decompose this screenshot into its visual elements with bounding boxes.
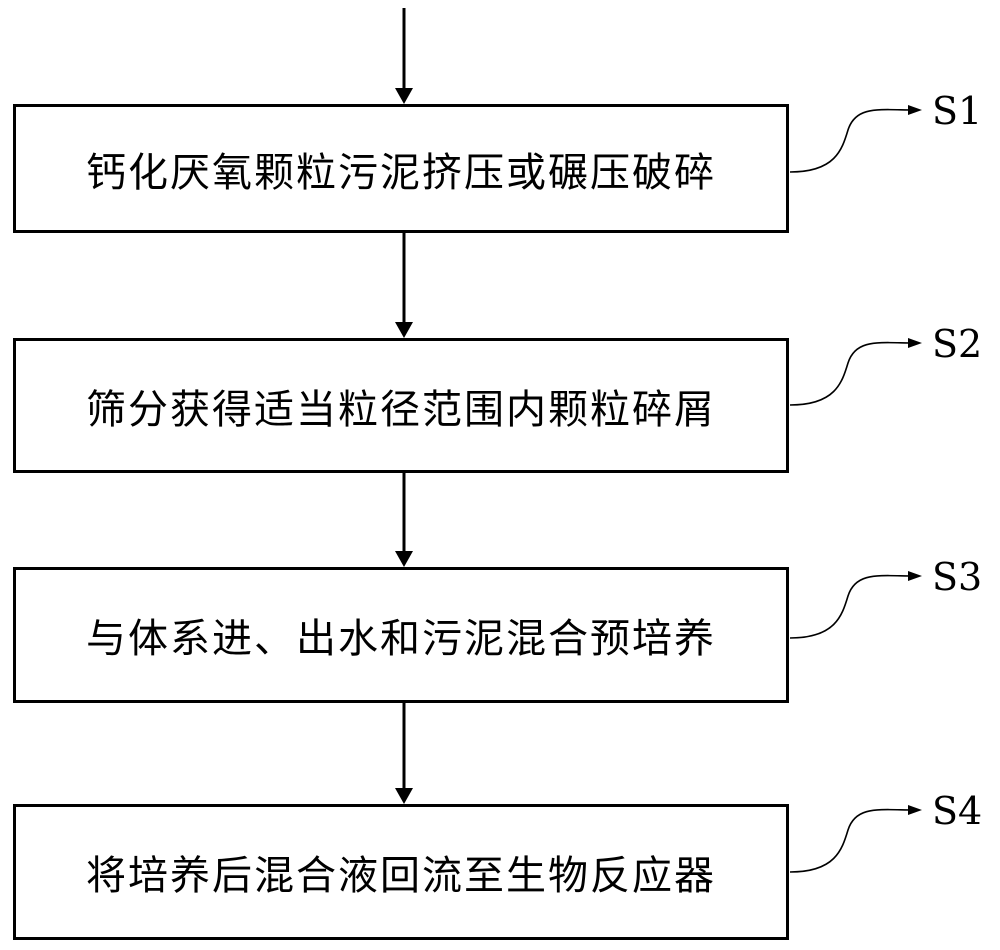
leader-line-s3 xyxy=(789,571,922,639)
flow-arrow-entry xyxy=(395,8,413,104)
leader-line-s1 xyxy=(789,105,922,173)
step-text-s2: 筛分获得适当粒径范围内颗粒碎屑 xyxy=(86,386,716,433)
flow-arrow-s1-s2 xyxy=(395,233,413,338)
step-box-s3: 与体系进、出水和污泥混合预培养 xyxy=(13,567,789,703)
step-box-s4: 将培养后混合液回流至生物反应器 xyxy=(13,804,789,940)
step-label-s4: S4 xyxy=(932,789,983,833)
step-label-s3: S3 xyxy=(932,555,983,599)
step-label-s2: S2 xyxy=(932,322,983,366)
leader-line-s4 xyxy=(789,805,922,873)
step-label-s1: S1 xyxy=(932,89,983,133)
step-box-s2: 筛分获得适当粒径范围内颗粒碎屑 xyxy=(13,338,789,473)
flow-arrow-s3-s4 xyxy=(395,703,413,804)
step-box-s1: 钙化厌氧颗粒污泥挤压或碾压破碎 xyxy=(13,104,789,233)
leader-line-s2 xyxy=(789,338,922,406)
flow-arrow-s2-s3 xyxy=(395,473,413,567)
step-text-s4: 将培养后混合液回流至生物反应器 xyxy=(86,853,716,899)
step-text-s1: 钙化厌氧颗粒污泥挤压或碾压破碎 xyxy=(86,149,716,196)
step-text-s3: 与体系进、出水和污泥混合预培养 xyxy=(86,616,716,662)
